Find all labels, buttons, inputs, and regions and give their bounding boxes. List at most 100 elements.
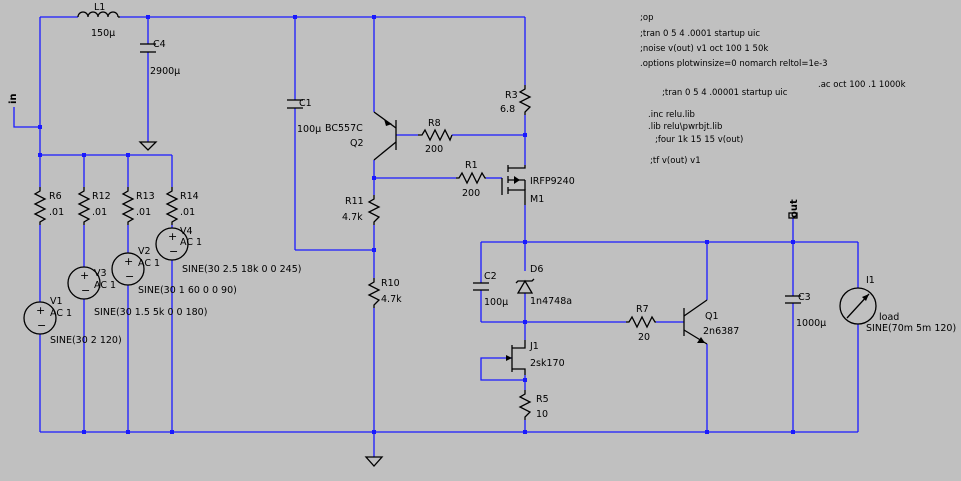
net-flag-out-marker xyxy=(788,212,798,219)
directive-5: .ac oct 100 .1 1000k xyxy=(818,80,906,90)
r11-value: 4.7k xyxy=(342,212,363,223)
r8-value: 200 xyxy=(425,144,443,155)
resistor-r5[interactable] xyxy=(518,390,532,420)
resistor-r14[interactable] xyxy=(165,187,179,225)
directive-1: ;op xyxy=(640,13,653,23)
svg-text:+: + xyxy=(36,304,45,317)
r13-value: .01 xyxy=(136,207,151,218)
l1-name: L1 xyxy=(94,2,105,13)
resistor-r6[interactable] xyxy=(33,187,47,225)
net-label-in: in xyxy=(8,93,19,104)
r1-value: 200 xyxy=(462,188,480,199)
v3-name: V3 xyxy=(94,268,107,279)
c1-value: 100µ xyxy=(297,124,321,135)
voltage-source-v4[interactable]: + − xyxy=(155,227,189,261)
labels: L1 150µ C4 2900µ C1 100µ BC557C Q2 R8 20… xyxy=(8,2,956,420)
r13-name: R13 xyxy=(136,191,155,202)
svg-text:−: − xyxy=(81,284,90,297)
resistor-r12[interactable] xyxy=(77,187,91,225)
q1-name: Q1 xyxy=(705,311,719,322)
resistor-r13[interactable] xyxy=(121,187,135,225)
svg-text:−: − xyxy=(169,245,178,258)
v2-value: SINE(30 1 60 0 0 90) xyxy=(138,285,237,296)
q2-model: BC557C xyxy=(325,123,363,134)
directive-9: ;four 1k 15 15 v(out) xyxy=(655,135,743,145)
v1-name: V1 xyxy=(50,296,63,307)
j1-name: J1 xyxy=(529,341,539,352)
l1-value: 150µ xyxy=(91,28,115,39)
directive-3: ;noise v(out) v1 oct 100 1 50k xyxy=(640,44,768,54)
r8-name: R8 xyxy=(428,118,441,129)
capacitor-c3[interactable] xyxy=(785,295,801,304)
voltage-source-v2[interactable]: + − xyxy=(111,252,145,286)
c3-value: 1000µ xyxy=(796,318,826,329)
r10-value: 4.7k xyxy=(381,294,402,305)
v4-value: SINE(30 2.5 18k 0 0 245) xyxy=(182,264,301,275)
c4-name: C4 xyxy=(153,39,166,50)
svg-text:+: + xyxy=(124,255,133,268)
resistor-r7[interactable] xyxy=(626,315,656,329)
capacitor-c1[interactable] xyxy=(287,99,303,109)
r5-value: 10 xyxy=(536,409,548,420)
r12-value: .01 xyxy=(92,207,107,218)
resistor-r11[interactable] xyxy=(367,195,381,225)
wires xyxy=(13,16,859,457)
inductor-l1[interactable] xyxy=(77,11,120,18)
ground-symbol xyxy=(364,456,384,467)
r14-name: R14 xyxy=(180,191,199,202)
resistor-r10[interactable] xyxy=(367,278,381,308)
r12-name: R12 xyxy=(92,191,111,202)
jfet-j1[interactable] xyxy=(506,340,526,375)
net-label-out: out xyxy=(789,199,800,218)
directive-6: ;tran 0 5 4 .00001 startup uic xyxy=(662,88,788,98)
capacitor-c4[interactable] xyxy=(140,43,156,53)
v4-name: V4 xyxy=(180,226,193,237)
resistor-r8[interactable] xyxy=(418,128,453,142)
i1-name: I1 xyxy=(866,275,875,286)
svg-text:−: − xyxy=(37,319,46,332)
v4-ac: AC 1 xyxy=(180,237,202,248)
directive-2: ;tran 0 5 4 .0001 startup uic xyxy=(640,29,760,39)
directive-7: .inc relu.lib xyxy=(648,110,695,120)
directive-4: .options plotwinsize=0 nomarch reltol=1e… xyxy=(640,59,828,69)
capacitor-c2[interactable] xyxy=(473,282,489,291)
j1-model: 2sk170 xyxy=(530,358,565,369)
q1-model: 2n6387 xyxy=(703,326,739,337)
transistor-q1[interactable] xyxy=(683,299,708,345)
r1-name: R1 xyxy=(465,160,478,171)
v2-ac: AC 1 xyxy=(138,258,160,269)
transistor-q2[interactable] xyxy=(373,111,397,161)
r5-name: R5 xyxy=(536,394,549,405)
r11-name: R11 xyxy=(345,196,364,207)
svg-text:−: − xyxy=(125,270,134,283)
resistor-r3[interactable] xyxy=(518,85,532,115)
voltage-source-v1[interactable]: + − xyxy=(23,301,57,335)
m1-name: M1 xyxy=(530,194,544,205)
r3-value: 6.8 xyxy=(500,104,515,115)
v2-name: V2 xyxy=(138,246,151,257)
svg-text:+: + xyxy=(168,230,177,243)
svg-text:+: + xyxy=(80,269,89,282)
r14-value: .01 xyxy=(180,207,195,218)
i1-value: SINE(70m 5m 120) xyxy=(866,323,956,334)
r10-name: R10 xyxy=(381,278,400,289)
d6-model: 1n4748a xyxy=(530,296,572,307)
current-source-i1[interactable] xyxy=(839,287,877,325)
c3-name: C3 xyxy=(798,292,811,303)
directive-10: ;tf v(out) v1 xyxy=(650,156,701,166)
mosfet-m1[interactable] xyxy=(501,165,526,205)
v3-ac: AC 1 xyxy=(94,280,116,291)
zener-diode-d6[interactable] xyxy=(515,278,535,294)
resistor-r1[interactable] xyxy=(456,171,486,185)
ground-symbol-c4 xyxy=(138,141,158,151)
c1-name: C1 xyxy=(299,98,312,109)
junctions xyxy=(38,15,795,434)
c4-value: 2900µ xyxy=(150,66,180,77)
m1-model: IRFP9240 xyxy=(530,176,575,187)
voltage-source-v3[interactable]: + − xyxy=(67,266,101,300)
v1-value: SINE(30 2 120) xyxy=(50,335,122,346)
v3-value: SINE(30 1.5 5k 0 0 180) xyxy=(94,307,207,318)
r7-name: R7 xyxy=(636,304,649,315)
